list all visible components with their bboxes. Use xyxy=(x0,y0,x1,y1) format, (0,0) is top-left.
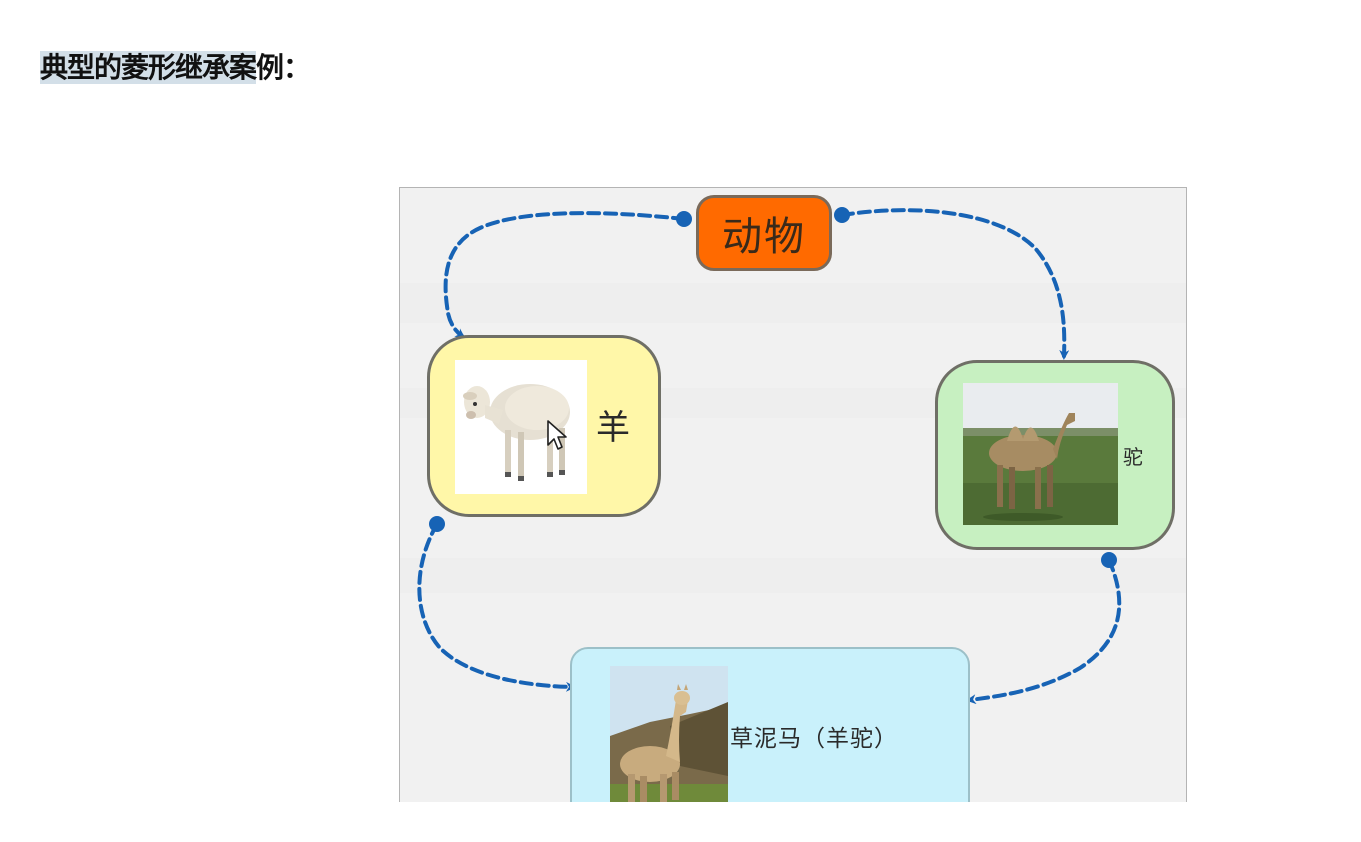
link-dot-sheep-bottom xyxy=(429,516,445,532)
page-title-highlighted: 典型的菱形继承案 xyxy=(40,51,257,84)
node-alpaca-label: 草泥马（羊驼） xyxy=(730,726,898,752)
page-title: 典型的菱形继承案例： xyxy=(40,50,311,86)
link-dot-animal-right xyxy=(834,207,850,223)
link-animal-to-camel xyxy=(840,208,1070,360)
node-animal: 动物 xyxy=(696,195,832,271)
inheritance-diagram: 动物 xyxy=(399,187,1187,802)
node-sheep-label: 羊 xyxy=(596,408,630,448)
alpaca-photo xyxy=(610,666,728,802)
link-camel-to-alpaca xyxy=(966,558,1122,705)
camel-photo xyxy=(963,383,1118,525)
alpaca-illustration xyxy=(610,666,728,802)
page-title-rest: 例： xyxy=(256,51,311,84)
mouse-cursor-icon xyxy=(547,420,567,450)
node-alpaca: 草泥马（羊驼） xyxy=(570,647,970,802)
diagram-links xyxy=(417,207,1122,705)
link-sheep-to-alpaca xyxy=(417,522,576,692)
link-dot-animal-left xyxy=(676,211,692,227)
node-animal-label: 动物 xyxy=(722,214,806,260)
node-camel-label: 驼 xyxy=(1123,445,1143,469)
link-animal-to-sheep xyxy=(443,211,686,339)
camel-illustration xyxy=(963,383,1118,525)
link-dot-camel-bottom xyxy=(1101,552,1117,568)
node-camel: 驼 xyxy=(935,360,1175,550)
node-sheep: 羊 xyxy=(427,335,661,517)
